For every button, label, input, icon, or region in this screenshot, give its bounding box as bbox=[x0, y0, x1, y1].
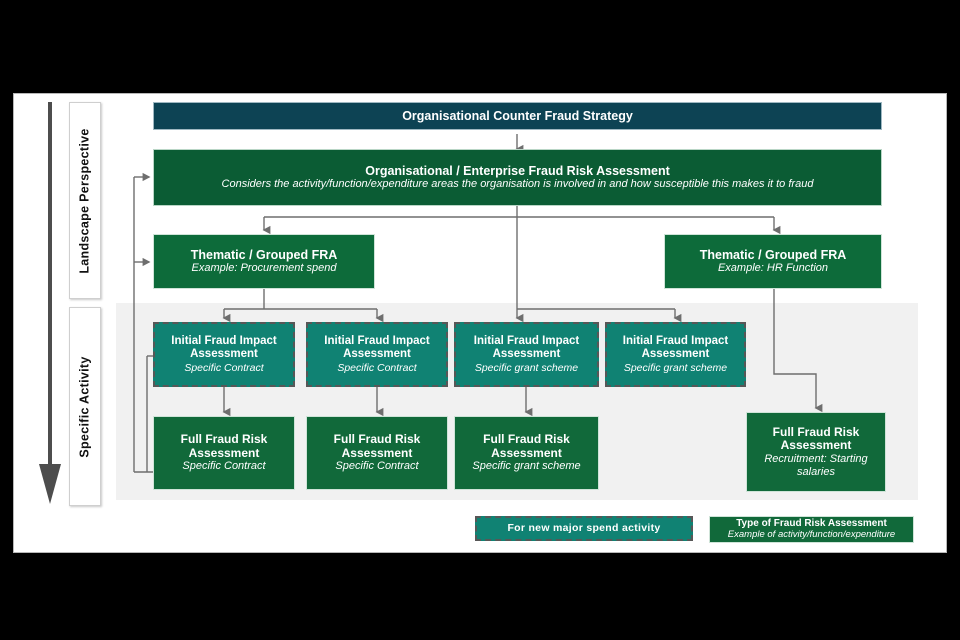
box-full-fraud-risk-assessment-4[interactable]: Full Fraud Risk Assessment Recruitment: … bbox=[746, 412, 886, 492]
box-organisational-fra[interactable]: Organisational / Enterprise Fraud Risk A… bbox=[153, 149, 882, 206]
box-initial-fraud-impact-assessment-4-subtitle: Specific grant scheme bbox=[623, 361, 728, 374]
box-initial-fraud-impact-assessment-3-subtitle: Specific grant scheme bbox=[474, 361, 579, 374]
diagram-canvas: Landscape Perspective Specific Activity bbox=[13, 93, 947, 553]
legend-new-major-spend-activity: For new major spend activity bbox=[475, 516, 693, 541]
box-thematic-fra-hr[interactable]: Thematic / Grouped FRA Example: HR Funct… bbox=[664, 234, 882, 289]
box-thematic-fra-procurement-title: Thematic / Grouped FRA bbox=[190, 247, 338, 262]
box-initial-fraud-impact-assessment-2-subtitle: Specific Contract bbox=[337, 361, 417, 374]
box-initial-fraud-impact-assessment-1-title: Initial Fraud Impact Assessment bbox=[171, 335, 277, 361]
box-thematic-fra-hr-title: Thematic / Grouped FRA bbox=[699, 247, 847, 262]
box-initial-fraud-impact-assessment-1[interactable]: Initial Fraud Impact Assessment Specific… bbox=[153, 322, 295, 387]
legend-new-major-spend-activity-label: For new major spend activity bbox=[507, 522, 661, 535]
perspective-label-specific-activity-text: Specific Activity bbox=[78, 355, 93, 458]
perspective-label-landscape: Landscape Perspective bbox=[69, 102, 101, 299]
box-full-fraud-risk-assessment-4-subtitle: Recruitment: Starting salaries bbox=[764, 453, 868, 478]
box-initial-fraud-impact-assessment-3-title: Initial Fraud Impact Assessment bbox=[473, 335, 580, 361]
box-full-fraud-risk-assessment-2[interactable]: Full Fraud Risk Assessment Specific Cont… bbox=[306, 416, 448, 490]
perspective-label-specific-activity: Specific Activity bbox=[69, 307, 101, 506]
box-counter-fraud-strategy[interactable]: Organisational Counter Fraud Strategy bbox=[153, 102, 882, 130]
legend-type-title: Type of Fraud Risk Assessment bbox=[736, 518, 887, 530]
box-thematic-fra-hr-subtitle: Example: HR Function bbox=[717, 262, 829, 275]
progression-arrow-icon bbox=[39, 102, 61, 504]
box-full-fraud-risk-assessment-2-title: Full Fraud Risk Assessment bbox=[333, 431, 421, 460]
legend-type-of-fraud-risk-assessment: Type of Fraud Risk Assessment Example of… bbox=[709, 516, 914, 543]
box-organisational-fra-title: Organisational / Enterprise Fraud Risk A… bbox=[365, 163, 670, 178]
box-initial-fraud-impact-assessment-2-title: Initial Fraud Impact Assessment bbox=[324, 335, 430, 361]
box-initial-fraud-impact-assessment-4-title: Initial Fraud Impact Assessment bbox=[622, 335, 729, 361]
box-full-fraud-risk-assessment-3-subtitle: Specific grant scheme bbox=[472, 460, 581, 473]
box-counter-fraud-strategy-title: Organisational Counter Fraud Strategy bbox=[402, 108, 633, 123]
box-initial-fraud-impact-assessment-3[interactable]: Initial Fraud Impact Assessment Specific… bbox=[454, 322, 599, 387]
box-full-fraud-risk-assessment-1-title: Full Fraud Risk Assessment bbox=[180, 431, 268, 460]
box-full-fraud-risk-assessment-4-title: Full Fraud Risk Assessment bbox=[772, 424, 860, 453]
box-initial-fraud-impact-assessment-1-subtitle: Specific Contract bbox=[184, 361, 264, 374]
box-organisational-fra-subtitle: Considers the activity/function/expendit… bbox=[221, 178, 814, 191]
box-full-fraud-risk-assessment-3[interactable]: Full Fraud Risk Assessment Specific gran… bbox=[454, 416, 599, 490]
perspective-label-landscape-text: Landscape Perspective bbox=[78, 127, 93, 274]
box-initial-fraud-impact-assessment-4[interactable]: Initial Fraud Impact Assessment Specific… bbox=[605, 322, 746, 387]
box-full-fraud-risk-assessment-1-subtitle: Specific Contract bbox=[182, 460, 266, 473]
box-full-fraud-risk-assessment-2-subtitle: Specific Contract bbox=[335, 460, 419, 473]
box-full-fraud-risk-assessment-1[interactable]: Full Fraud Risk Assessment Specific Cont… bbox=[153, 416, 295, 490]
box-full-fraud-risk-assessment-3-title: Full Fraud Risk Assessment bbox=[483, 431, 570, 460]
box-thematic-fra-procurement[interactable]: Thematic / Grouped FRA Example: Procurem… bbox=[153, 234, 375, 289]
box-initial-fraud-impact-assessment-2[interactable]: Initial Fraud Impact Assessment Specific… bbox=[306, 322, 448, 387]
legend-type-subtitle: Example of activity/function/expenditure bbox=[727, 528, 896, 540]
box-thematic-fra-procurement-subtitle: Example: Procurement spend bbox=[191, 262, 337, 275]
